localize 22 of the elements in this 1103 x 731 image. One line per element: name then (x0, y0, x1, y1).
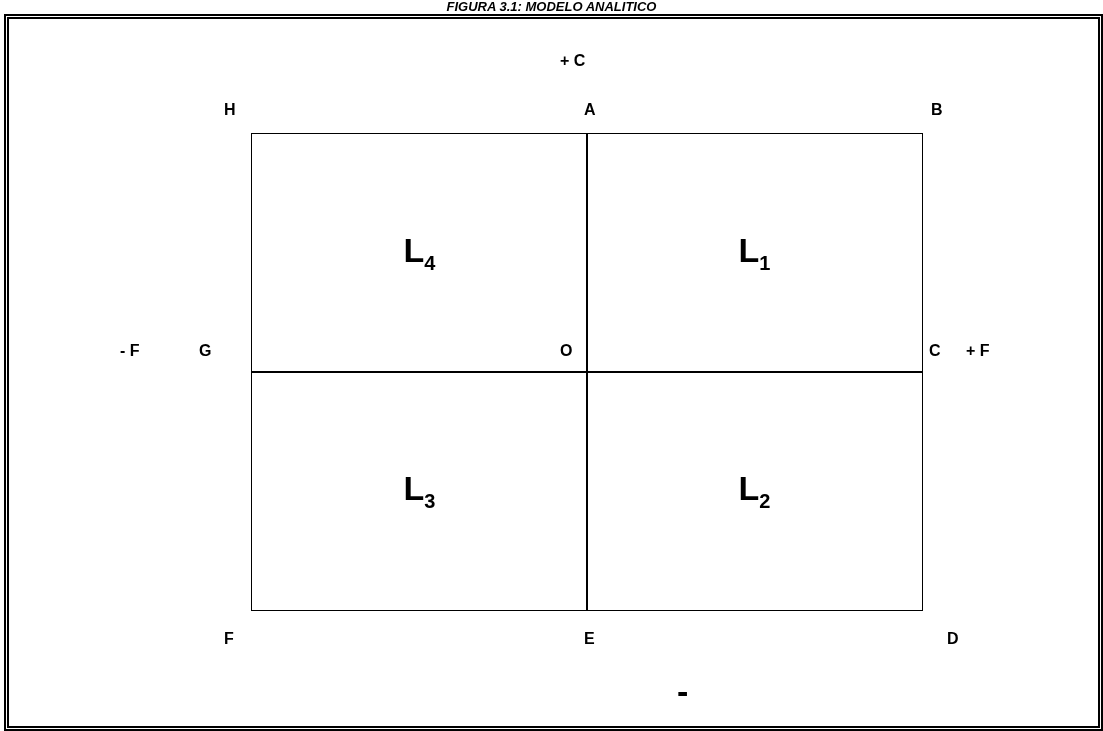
axis-label: - (677, 676, 689, 706)
quadrant-label: L$_{4}$ (403, 231, 436, 275)
point-label: H (224, 101, 236, 119)
point-label: D (947, 630, 959, 648)
quadrant-box (251, 371, 588, 611)
figure-title: FIGURA 3.1: MODELO ANALITICO (445, 0, 658, 14)
quadrant-box (586, 371, 923, 611)
quadrant-label: L$_{1}$ (738, 231, 771, 275)
axis-label: + C (560, 52, 586, 70)
point-label: G (199, 342, 212, 360)
point-label: A (584, 101, 596, 119)
quadrant-box (251, 133, 588, 373)
axis-label: + F (966, 342, 990, 360)
quadrant-box (586, 133, 923, 373)
point-label: F (224, 630, 234, 648)
point-label: C (929, 342, 941, 360)
quadrant-label: L$_{3}$ (403, 469, 436, 513)
point-label: B (931, 101, 943, 119)
point-label: O (560, 342, 573, 360)
quadrant-label: L$_{2}$ (738, 469, 771, 513)
axis-label: - F (120, 342, 140, 360)
point-label: E (584, 630, 595, 648)
